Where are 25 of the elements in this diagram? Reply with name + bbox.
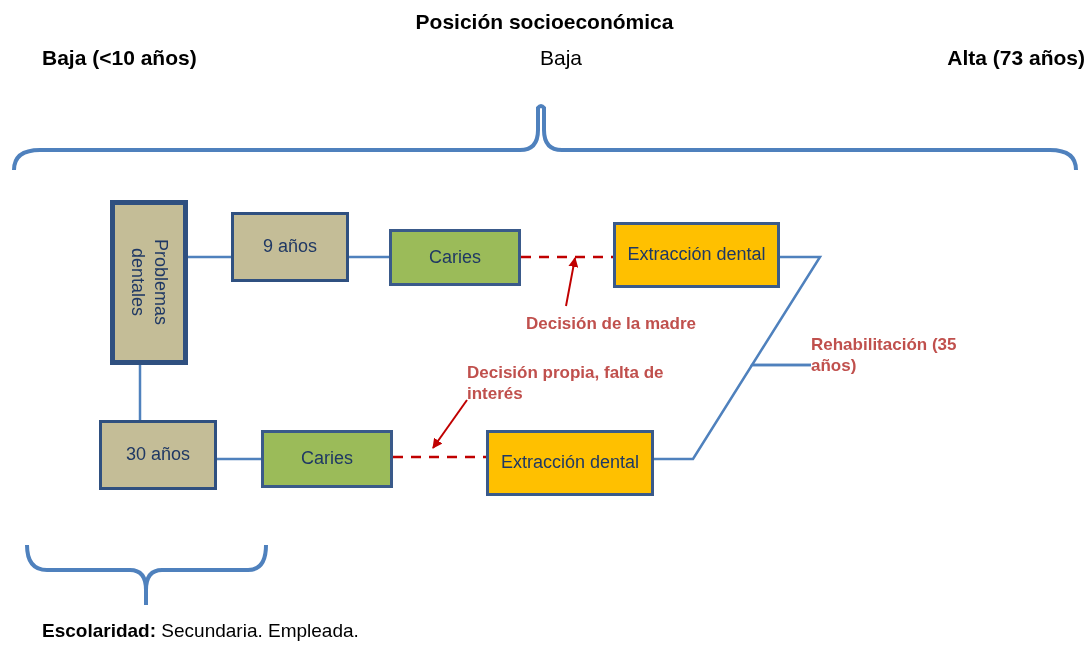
process-box: 9 años [231,212,349,282]
axis-mid-label: Baja [540,46,582,70]
connector-line [138,365,142,420]
leader-arrow [432,399,468,449]
title: Posición socioeconómica [414,10,675,34]
axis-end-label: Baja (<10 años) [42,46,197,70]
process-box: Caries [389,229,521,286]
connector-line [749,255,823,367]
connector-line [188,255,231,259]
annotation-text: Decisión de la madre [525,313,697,335]
annotation-text: Rehabilitación (35 años) [811,333,958,377]
process-box: 30 años [99,420,217,490]
leader-arrow [565,257,579,307]
process-box: Problemas dentales [110,200,188,365]
dashed-connector [393,455,486,459]
connector-line [217,457,261,461]
axis-end-label: Alta (73 años) [947,46,1085,70]
connector-line [349,255,389,259]
process-box: Extracción dental [486,430,654,496]
process-box: Extracción dental [613,222,780,288]
note-text: Escolaridad: Secundaria. Empleada. [42,620,359,642]
dashed-connector [521,255,613,259]
process-box: Caries [261,430,393,488]
connector-line [654,363,811,461]
annotation-text: Decisión propia, falta de interés [467,361,665,405]
